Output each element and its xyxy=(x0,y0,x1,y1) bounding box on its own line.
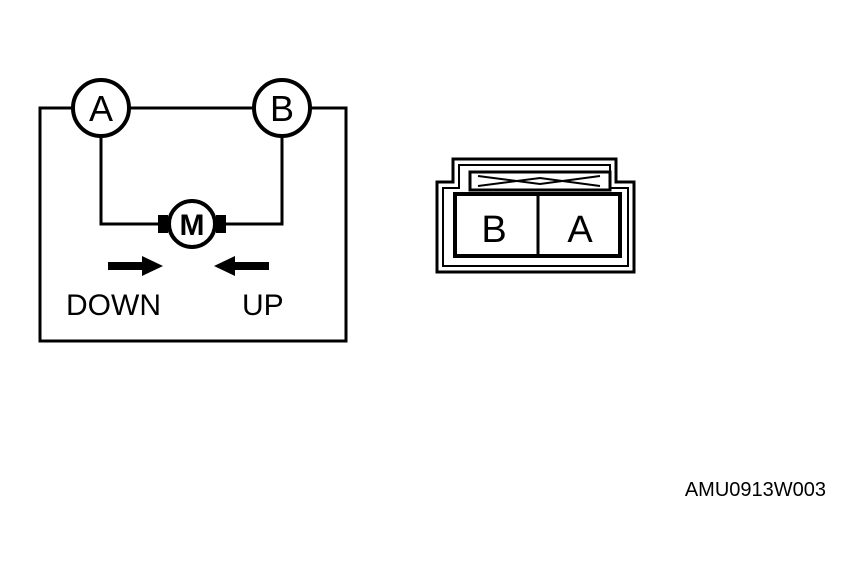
connector-pin-b-label: B xyxy=(481,209,506,251)
arrow-left-icon xyxy=(214,256,269,276)
connector-housing-outer xyxy=(435,157,636,274)
down-label: DOWN xyxy=(66,289,161,322)
wire-a-to-motor xyxy=(99,136,162,226)
motor-brush-right xyxy=(216,215,226,233)
connector-latch xyxy=(468,170,612,192)
motor-circle xyxy=(167,199,217,249)
motor-icon: M xyxy=(158,199,226,249)
connector-pin-a-label: A xyxy=(567,209,593,251)
terminal-b-label: B xyxy=(270,88,294,129)
up-label: UP xyxy=(242,289,284,322)
wire-b-to-motor xyxy=(222,136,284,226)
arrow-right-icon xyxy=(108,256,163,276)
motor-circuit: A B M DOWN UP xyxy=(38,78,348,343)
figure-code: AMU0913W003 xyxy=(685,479,826,501)
motor-label: M xyxy=(180,209,205,242)
terminal-a-label: A xyxy=(89,88,113,129)
terminal-a-circle xyxy=(71,78,131,138)
terminal-a: A xyxy=(71,78,131,138)
terminal-b-circle xyxy=(252,78,312,138)
terminal-b: B xyxy=(252,78,312,138)
connector: B A xyxy=(435,157,636,274)
motor-brush-left xyxy=(158,215,168,233)
circuit-frame xyxy=(38,106,348,343)
